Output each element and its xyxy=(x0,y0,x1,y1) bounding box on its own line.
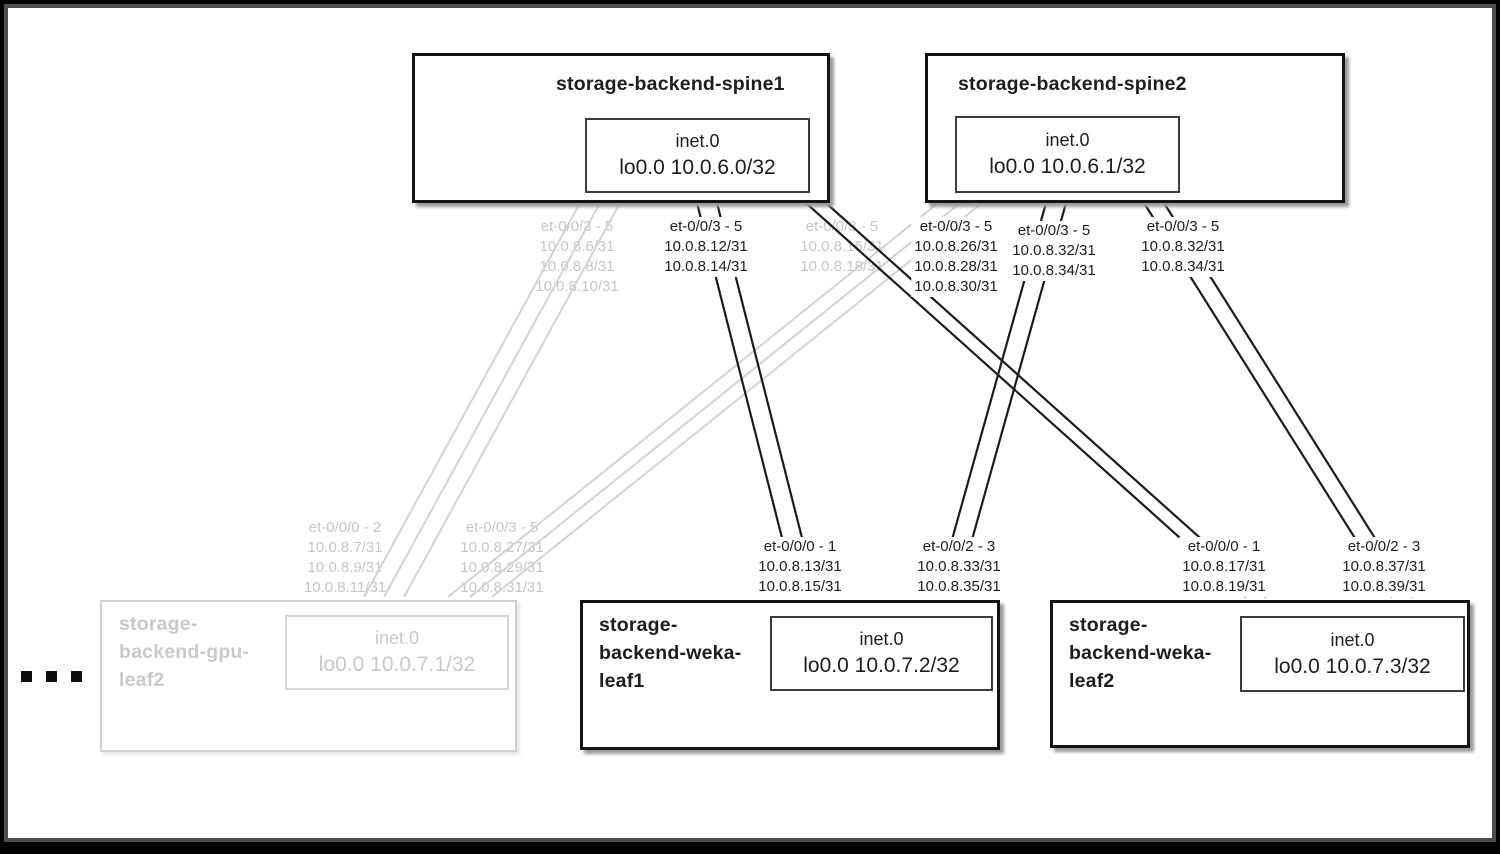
routing-table-box: inet.0 lo0.0 10.0.6.0/32 xyxy=(585,118,810,193)
routing-table-name: inet.0 xyxy=(675,131,720,151)
loopback-address: lo0.0 10.0.6.0/32 xyxy=(619,156,776,179)
node-title: storage-backend-weka-leaf2 xyxy=(1069,614,1212,692)
node-spine1: storage-backend-spine1 inet.0 lo0.0 10.0… xyxy=(412,53,830,203)
node-title: storage-backend-gpu-leaf2 xyxy=(119,613,250,691)
loopback-address: lo0.0 10.0.7.2/32 xyxy=(803,654,960,677)
routing-table-box: inet.0 lo0.0 10.0.6.1/32 xyxy=(955,116,1180,193)
loopback-address: lo0.0 10.0.6.1/32 xyxy=(989,155,1146,178)
routing-table-name: inet.0 xyxy=(859,629,904,649)
node-title: storage-backend-spine2 xyxy=(958,73,1187,95)
routing-table-name: inet.0 xyxy=(1045,130,1090,150)
routing-table-name: inet.0 xyxy=(1330,629,1375,650)
routing-table-box: inet.0 lo0.0 10.0.7.1/32 xyxy=(285,615,509,690)
node-weka-leaf2: storage-backend-weka-leaf2 inet.0 lo0.0 … xyxy=(1050,600,1470,748)
routing-table-name: inet.0 xyxy=(374,628,420,648)
routing-table-box: inet.0 lo0.0 10.0.7.2/32 xyxy=(770,616,993,691)
node-spine2: storage-backend-spine2 inet.0 lo0.0 10.0… xyxy=(925,53,1345,203)
loopback-address: lo0.0 10.0.7.3/32 xyxy=(1274,654,1431,678)
more-leaves-ellipsis-icon xyxy=(21,671,82,682)
node-title: storage-backend-spine1 xyxy=(556,73,785,95)
node-title: storage-backend-weka-leaf1 xyxy=(599,614,742,692)
routing-table-box: inet.0 lo0.0 10.0.7.3/32 xyxy=(1240,616,1465,692)
loopback-address: lo0.0 10.0.7.1/32 xyxy=(318,653,476,676)
node-gpu-leaf2: storage-backend-gpu-leaf2 inet.0 lo0.0 1… xyxy=(100,600,517,752)
node-weka-leaf1: storage-backend-weka-leaf1 inet.0 lo0.0 … xyxy=(580,600,1000,750)
